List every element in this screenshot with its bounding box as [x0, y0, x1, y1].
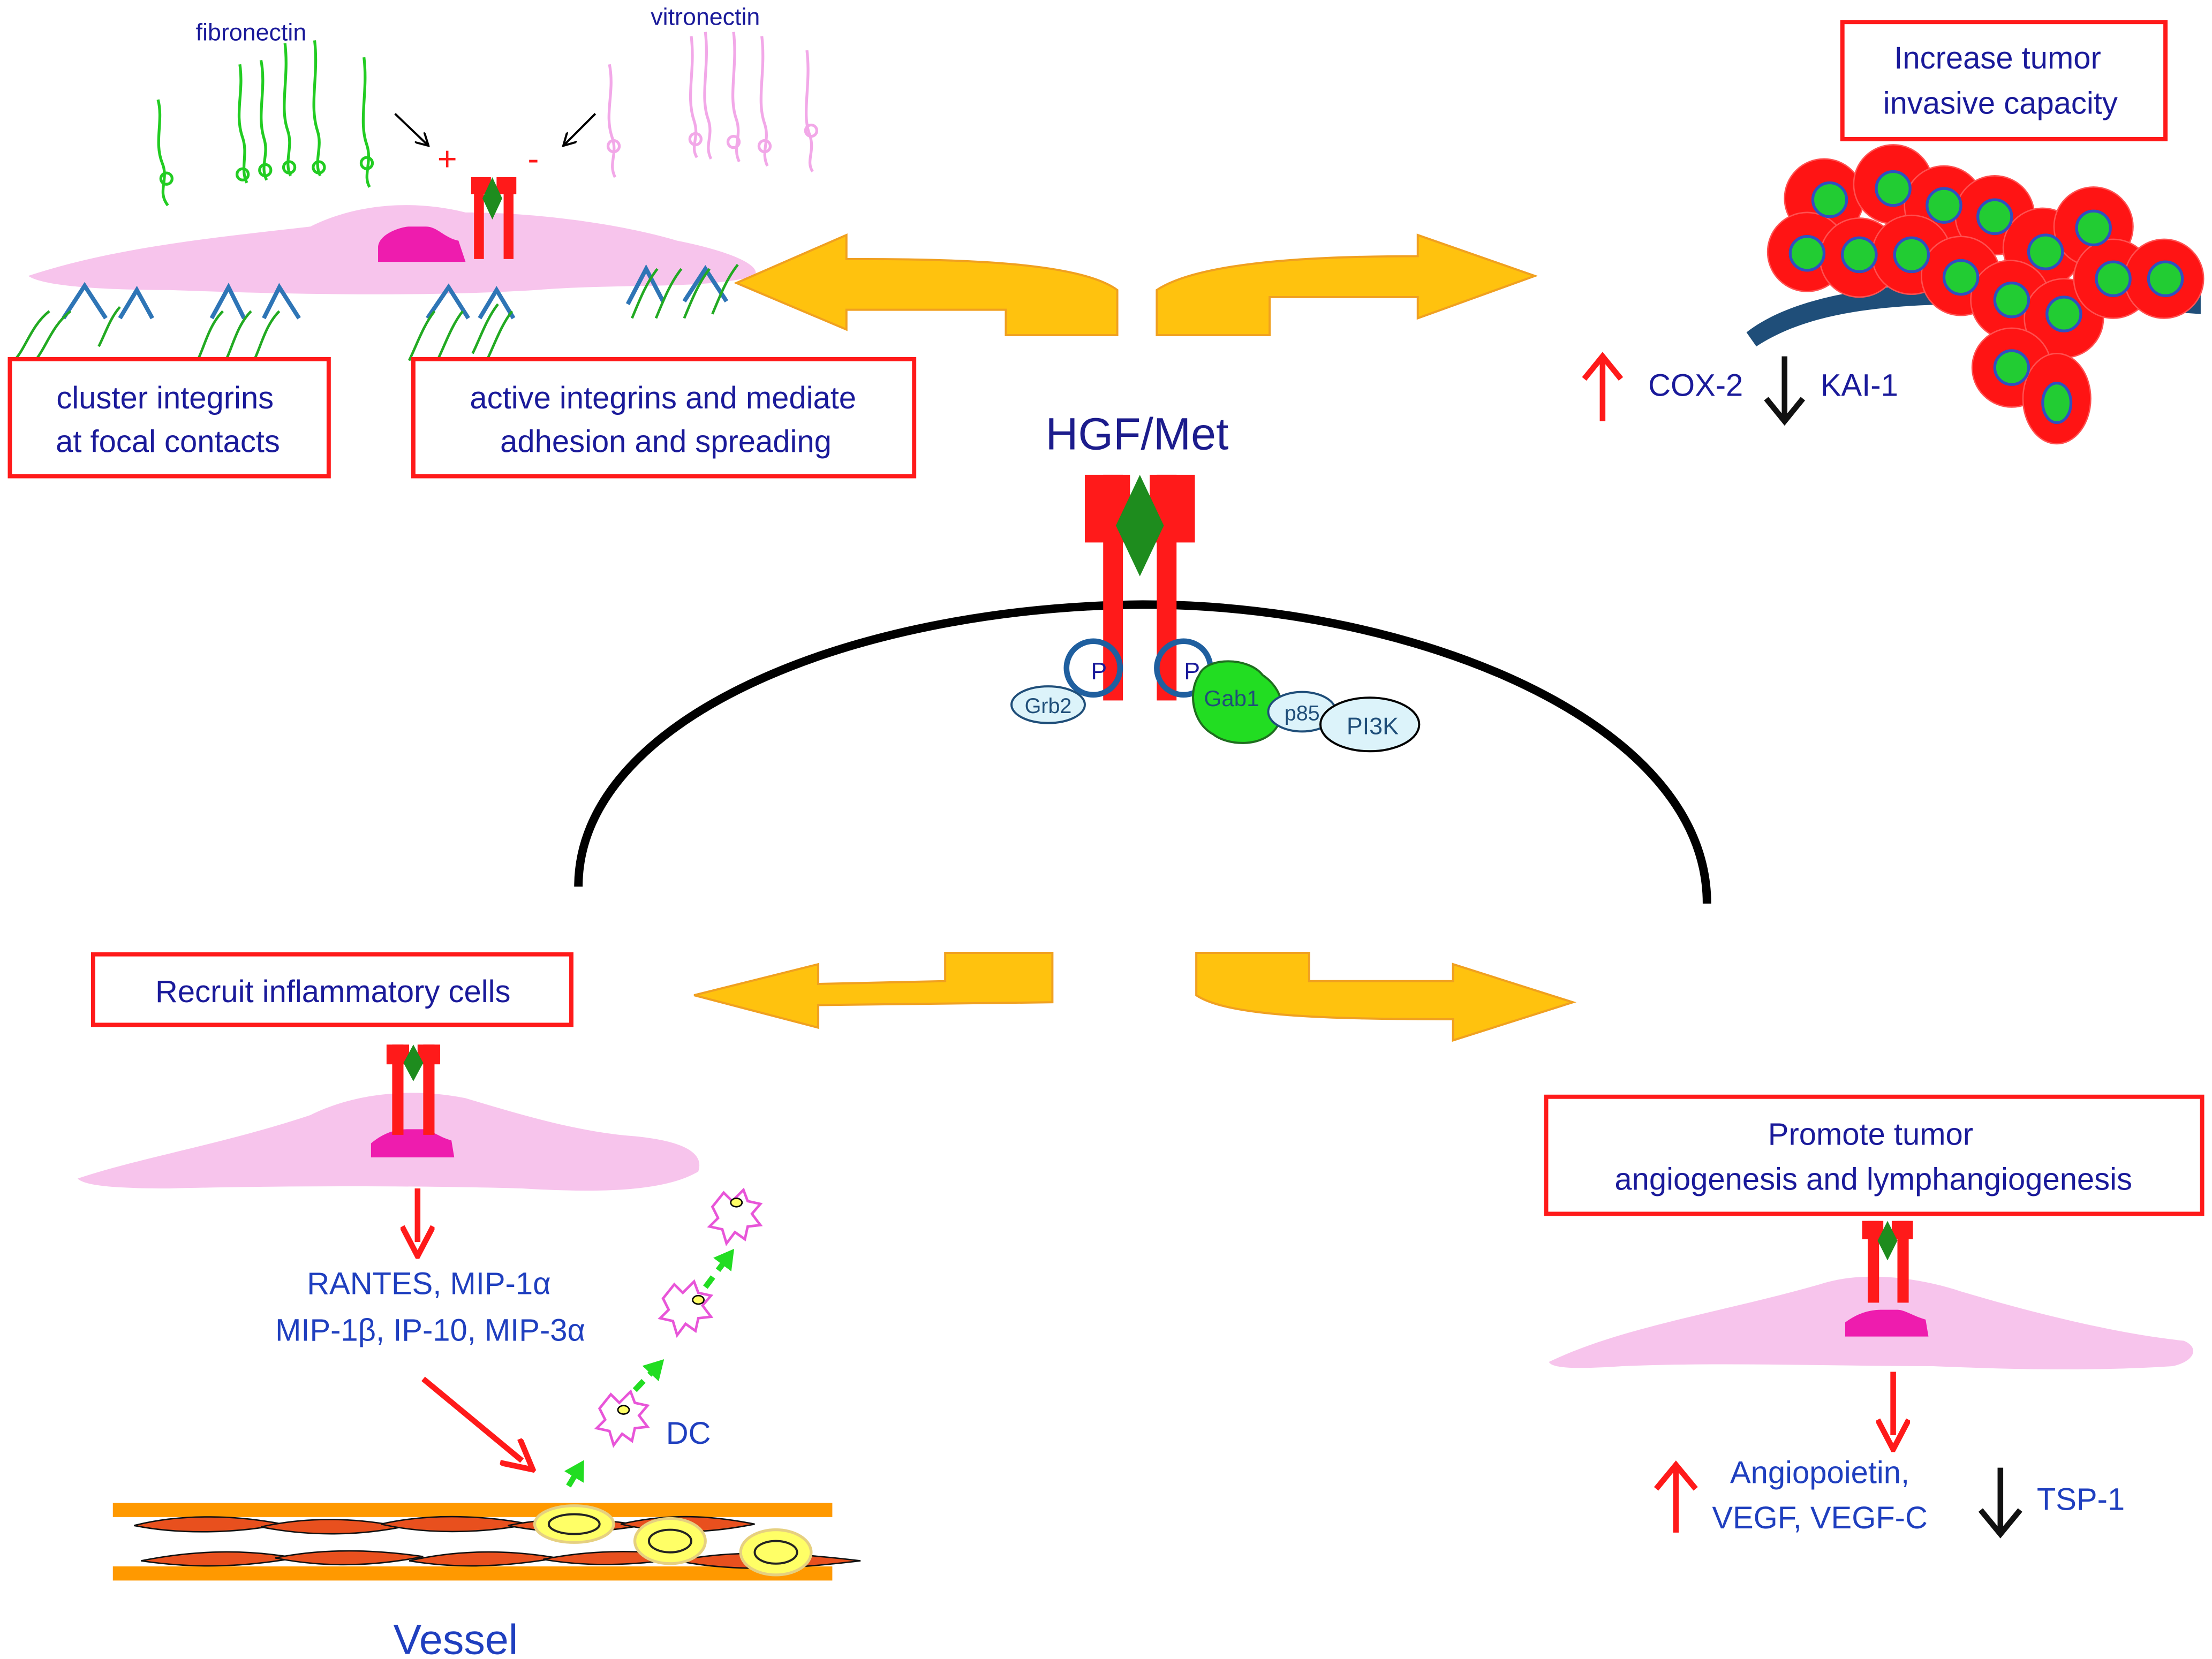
angiopoietin-line1: Angiopoietin, [1730, 1456, 1909, 1490]
p-left-label: P [1091, 658, 1107, 685]
chemokine-line2: MIP-1β, IP-10, MIP-3α [275, 1314, 585, 1348]
pi3k-label: PI3K [1347, 713, 1399, 740]
inflammatory-kinase [371, 1129, 455, 1158]
angiogenesis-met-receptor [1862, 1221, 1913, 1303]
gab1-label: Gab1 [1204, 686, 1259, 711]
tumor-cluster [1766, 144, 2205, 445]
minus-sign: - [527, 140, 539, 178]
yellow-arrows [693, 233, 1577, 1042]
tsp1-label: TSP-1 [2037, 1483, 2125, 1517]
thin-arrow-plus [394, 113, 428, 145]
tsp1-down-arrow [1978, 1467, 2022, 1539]
vessel-wall-bottom [112, 1566, 833, 1581]
top-left-panel: fibronectin vitronectin + - [7, 3, 917, 479]
angiogenesis-line2: angiogenesis and lymphangiogenesis [1614, 1163, 2132, 1197]
recruit-inflammatory-box [90, 952, 573, 1027]
bottom-right-panel: Promote tumor angiogenesis and lymphangi… [1544, 1094, 2205, 1539]
gab1-node [1192, 660, 1284, 744]
fibronectin-label: fibronectin [196, 19, 307, 46]
p85-label: p85 [1285, 701, 1320, 725]
vessel-label: Vessel [394, 1615, 518, 1659]
kai1-label: KAI-1 [1821, 368, 1898, 403]
vitronectin-fibers [606, 32, 819, 178]
fibronectin-fibers [156, 40, 374, 207]
tumor-nuclei [1788, 170, 2184, 425]
vitronectin-label: vitronectin [651, 3, 760, 30]
lower-fibers [13, 263, 739, 362]
chemokine-line1: RANTES, MIP-1α [307, 1267, 550, 1301]
plus-sign: + [437, 140, 457, 178]
grb2-node [1010, 685, 1086, 724]
dc-label: DC [666, 1416, 711, 1451]
hgf-met-title: HGF/Met [1046, 408, 1229, 459]
chemokine-to-vessel-arrow [421, 1376, 522, 1461]
cluster-integrins-line2: at focal contacts [56, 425, 280, 459]
cox2-up-arrow [1582, 352, 1624, 421]
grb2-label: Grb2 [1025, 694, 1072, 718]
dc-nuclei [617, 1198, 743, 1415]
red-blood-cells [533, 1504, 813, 1577]
arrow-bottom-right [1195, 952, 1577, 1042]
angiogenesis-line1: Promote tumor [1768, 1117, 1973, 1152]
angiogenesis-kinase [1845, 1309, 1929, 1337]
kai1-down-arrow [1764, 356, 1806, 426]
adhesion-kinase [378, 226, 466, 262]
bottom-left-panel: Recruit inflammatory cells RANTES, MIP-1… [77, 952, 861, 1659]
cluster-integrins-line1: cluster integrins [56, 381, 274, 415]
thin-arrow-minus [564, 113, 597, 145]
cox2-label: COX-2 [1648, 368, 1743, 403]
phospho-left [1063, 638, 1123, 698]
top-right-panel: Increase tumor invasive capacity COX-2 K… [1582, 20, 2205, 445]
active-integrins-line2: adhesion and spreading [500, 425, 832, 459]
center-panel: HGF/Met P P Grb2 Gab1 p85 PI3K [574, 408, 1711, 904]
adhesion-met-receptor [471, 177, 517, 259]
vessel-wall-top [112, 1503, 833, 1517]
arrow-top-right [1156, 233, 1538, 337]
arrow-top-left [734, 233, 1119, 337]
cluster-integrins-box [7, 357, 331, 479]
invasive-line1: Increase tumor [1894, 41, 2101, 75]
pi3k-node [1319, 696, 1421, 753]
cell-membrane [574, 600, 1711, 904]
angiogenesis-box [1544, 1094, 2205, 1216]
recruit-inflammatory-label: Recruit inflammatory cells [155, 975, 510, 1009]
angiopoietin-line2: VEGF, VEGF-C [1712, 1501, 1928, 1535]
dc-migration-arrows [564, 1248, 735, 1488]
integrins [62, 264, 729, 320]
invasive-capacity-box [1840, 20, 2168, 141]
angiopoietin-up-arrow [1654, 1460, 1698, 1533]
active-integrins-box [411, 357, 917, 479]
arrow-bottom-left [693, 952, 1054, 1029]
active-integrins-line1: active integrins and mediate [470, 381, 856, 415]
invasive-line2: invasive capacity [1883, 86, 2118, 120]
